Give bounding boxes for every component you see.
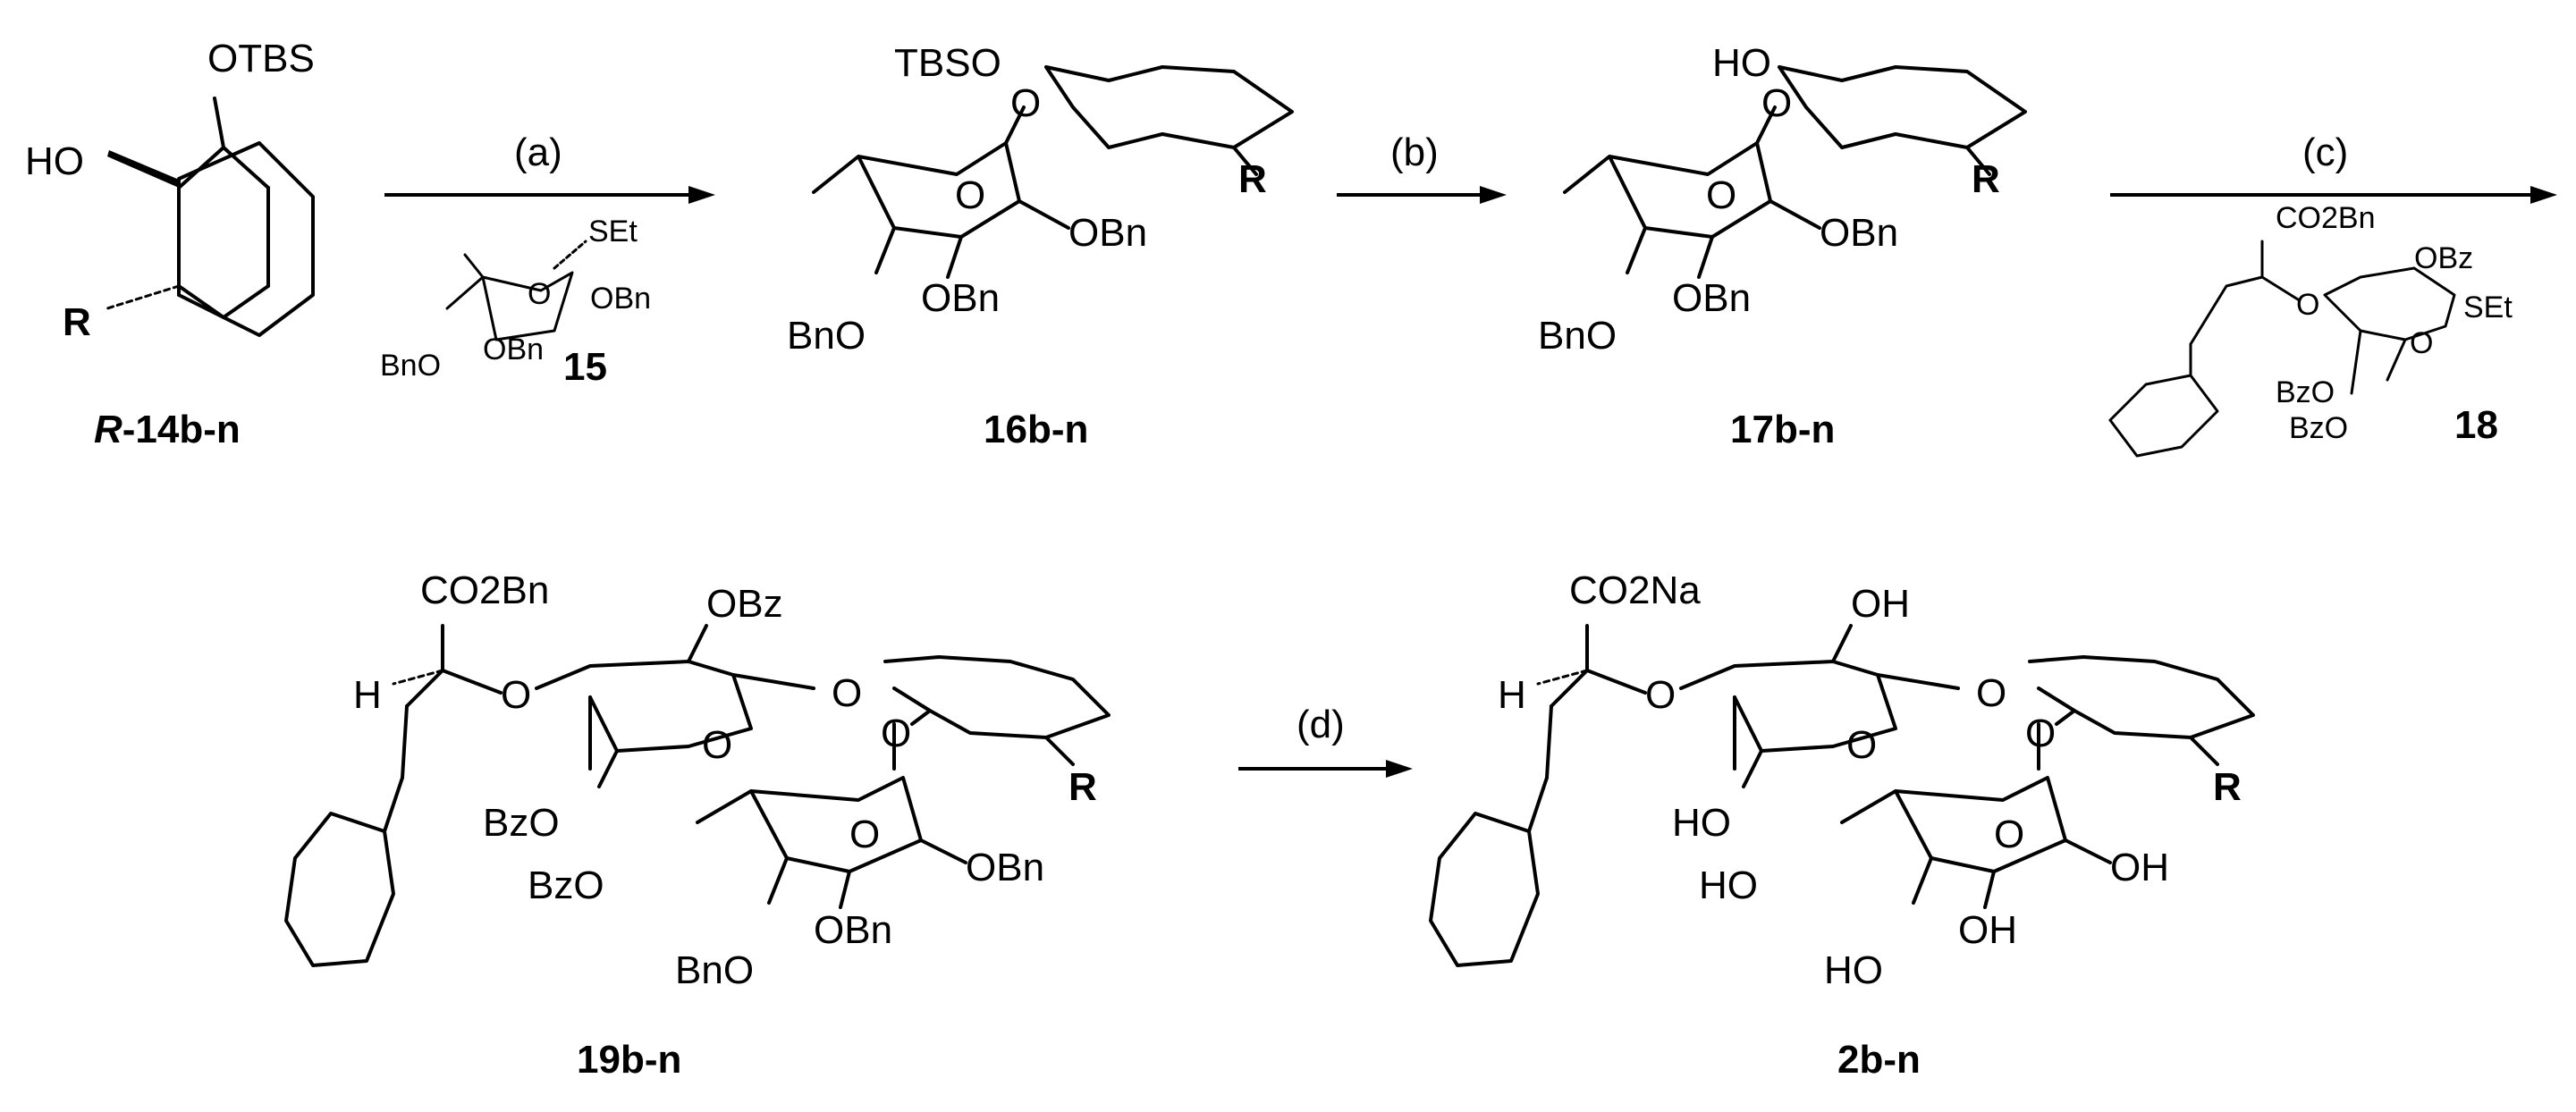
c2-o-glyc: O (1976, 671, 2006, 715)
c19-r: R (1068, 765, 1097, 809)
c16-obn1: OBn (1068, 211, 1147, 255)
step-d: (d) (1238, 703, 1413, 778)
c19-o-link2: O (881, 712, 911, 755)
step-b: (b) (1337, 131, 1507, 204)
c17-o-ring: O (1706, 173, 1736, 217)
c19-bno: BnO (675, 948, 754, 992)
compound-18: CO2Bn O OBz SEt O BzO BzO 18 (2108, 201, 2513, 458)
c2-oh3: OH (1958, 908, 2017, 952)
c2-ho1: HO (1672, 801, 1731, 845)
c19-h: H (353, 673, 382, 717)
step-a-label: (a) (514, 131, 562, 174)
c18-obz: OBz (2414, 241, 2473, 275)
label-14-text: -14b-n (122, 408, 241, 451)
c2-r: R (2213, 765, 2242, 809)
compound-label-14: R-14b-n (94, 408, 241, 451)
c2-oh1: OH (1851, 582, 1910, 626)
compound-17: HO O O R OBn OBn BnO 17b-n (1538, 41, 2027, 451)
substituent-otbs: OTBS (207, 37, 315, 80)
c18-o-link: O (2296, 288, 2319, 322)
c2-o-link2: O (2025, 712, 2056, 755)
c15-obn2: OBn (483, 333, 544, 366)
step-a: (a) O SEt OBn OBn BnO 15 (380, 131, 715, 389)
compound-label-18: 18 (2454, 403, 2498, 447)
c16-obn2: OBn (921, 276, 1000, 320)
c18-o-ring: O (2410, 326, 2433, 360)
step-c: (c) CO2Bn O OBz SEt O BzO BzO 18 (2108, 131, 2557, 458)
c16-bno: BnO (787, 314, 866, 358)
c2-ho2: HO (1699, 863, 1758, 907)
c19-obn1: OBn (966, 846, 1044, 889)
c15-ring-o: O (528, 277, 551, 311)
c17-ho: HO (1712, 41, 1771, 85)
c16-o-ring: O (955, 173, 985, 217)
c17-bno: BnO (1538, 314, 1617, 358)
compound-15: O SEt OBn OBn BnO 15 (380, 215, 651, 389)
c17-obn2: OBn (1672, 276, 1751, 320)
c19-o-glyc: O (832, 671, 862, 715)
c15-obn: OBn (590, 282, 651, 316)
c19-bzo1: BzO (483, 801, 560, 845)
c16-r: R (1238, 157, 1267, 201)
substituent-ho: HO (25, 139, 84, 183)
c19-o-link: O (501, 673, 531, 717)
compound-label-17: 17b-n (1730, 408, 1835, 451)
compound-19: CO2Bn H O OBz O O O R BzO BzO O OBn OBn … (284, 569, 1111, 1082)
label-14-prefix: R (94, 408, 122, 451)
c2-ho3: HO (1824, 948, 1883, 992)
step-d-label: (d) (1296, 703, 1345, 746)
compound-2: CO2Na H O OH O O O R HO HO O OH OH HO 2b… (1429, 569, 2255, 1082)
c17-r: R (1972, 157, 2000, 201)
c19-obz: OBz (706, 582, 783, 626)
c16-tbso: TBSO (894, 41, 1001, 85)
c18-set: SEt (2463, 291, 2513, 324)
c16-o-link: O (1010, 81, 1041, 125)
c2-h: H (1498, 673, 1526, 717)
c18-bzo2: BzO (2289, 411, 2348, 445)
compound-label-19: 19b-n (577, 1038, 681, 1082)
step-b-label: (b) (1390, 131, 1439, 174)
step-c-label: (c) (2302, 131, 2348, 174)
c2-co2na: CO2Na (1569, 569, 1701, 612)
compound-16: TBSO O O R OBn OBn BnO 16b-n (787, 41, 1294, 451)
c19-obn2: OBn (814, 908, 892, 952)
compound-label-2: 2b-n (1837, 1038, 1921, 1082)
c2-o-ring2: O (1994, 813, 2024, 856)
c2-o-link: O (1645, 673, 1676, 717)
c17-o-link: O (1761, 81, 1792, 125)
c19-o-ring2: O (849, 813, 880, 856)
c19-bzo2: BzO (528, 863, 604, 907)
compound-14: OTBS HO R R-14b-n (25, 37, 315, 451)
c2-oh2: OH (2110, 846, 2169, 889)
c18-co2bn: CO2Bn (2276, 201, 2376, 235)
c19-o-ring: O (702, 723, 732, 767)
c17-obn1: OBn (1820, 211, 1898, 255)
c15-bno: BnO (380, 349, 441, 383)
c2-o-ring: O (1846, 723, 1877, 767)
compound-label-15: 15 (563, 345, 607, 389)
compound-label-16: 16b-n (984, 408, 1088, 451)
substituent-r: R (63, 300, 91, 344)
c18-bzo1: BzO (2276, 375, 2335, 409)
c19-co2bn: CO2Bn (420, 569, 549, 612)
c15-set: SEt (588, 215, 638, 249)
